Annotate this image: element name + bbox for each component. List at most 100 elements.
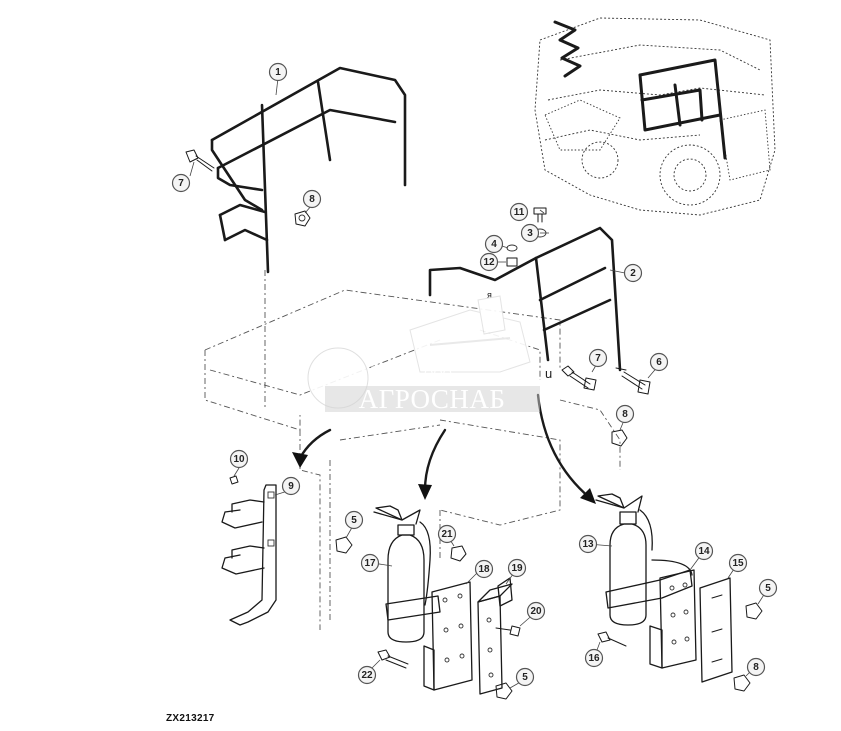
callout-circle [357,665,377,685]
callout-label: 9 [288,481,294,492]
callout-10: 10 [229,449,249,469]
callout-label: 2 [630,268,636,279]
callout-circle [344,510,364,530]
callout-label: 6 [656,357,662,368]
nut-5-left [335,536,353,554]
platform-frame-outline [204,270,621,630]
handrail-right: я u [428,226,622,381]
callout-label: 17 [364,558,376,569]
callout-15: 15 [728,553,748,573]
callout-label: 4 [491,239,497,250]
callout-circle [474,559,494,579]
callout-14: 14 [694,541,714,561]
callout-2: 2 [623,263,643,283]
callout-11: 11 [509,202,529,222]
callout-label: 10 [233,454,245,465]
callout-circle [281,476,301,496]
callout-3: 3 [520,223,540,243]
callout-label: 5 [522,672,528,683]
handrail-left [210,66,407,274]
callout-8: 8 [302,189,322,209]
figure-code: ZX213217 [166,713,215,724]
assembly-arrows [292,393,596,504]
callout-8: 8 [615,404,635,424]
callout-1: 1 [268,62,288,82]
callout-20: 20 [526,601,546,621]
callout-circle [484,234,504,254]
callout-label: 19 [511,563,523,574]
callout-circle [507,558,527,578]
callout-label: 13 [582,539,594,550]
callout-circle [623,263,643,283]
agrosnab-watermark-logo: ООО АГРОСНАБ [293,295,540,423]
callout-label: 7 [595,353,601,364]
callout-label: 5 [765,583,771,594]
callout-label: 15 [732,558,744,569]
bolt-6 [615,367,651,395]
callout-circle [728,553,748,573]
callout-circle [437,524,457,544]
nut-8-upper [294,210,311,227]
callout-circle [758,578,778,598]
callout-label: 18 [478,564,490,575]
callout-5: 5 [758,578,778,598]
callout-19: 19 [507,558,527,578]
extinguisher-assembly-right [595,493,763,692]
callout-22: 22 [357,665,377,685]
callout-8: 8 [746,657,766,677]
watermark-company-form: ООО [424,367,452,381]
callout-label: 11 [514,207,525,218]
callout-circle [360,553,380,573]
callout-5: 5 [515,667,535,687]
callout-circle [746,657,766,677]
engine-inset-illustration [534,17,776,216]
stray-mark-a: я [487,290,492,300]
callout-label: 7 [178,178,184,189]
callout-7: 7 [171,173,191,193]
bracket-9 [221,475,277,626]
callout-circle [578,534,598,554]
callout-circle [509,202,529,222]
callout-label: 14 [698,546,710,557]
callout-circle [615,404,635,424]
bolt-7-center [561,365,597,391]
callout-circle [268,62,288,82]
callout-9: 9 [281,476,301,496]
callout-circle [520,223,540,243]
callout-6: 6 [649,352,669,372]
callout-circle [588,348,608,368]
callout-18: 18 [474,559,494,579]
stray-mark-b: u [545,366,552,381]
callout-label: 8 [753,662,759,673]
callout-circle [515,667,535,687]
bolt-7-left [185,149,215,172]
watermark-brand: АГРОСНАБ [359,384,506,414]
callout-circle [302,189,322,209]
callout-label: 1 [275,67,281,78]
callout-label: 22 [361,670,373,681]
callout-16: 16 [584,648,604,668]
callout-label: 12 [483,257,495,268]
callout-12: 12 [479,252,499,272]
callout-circle [584,648,604,668]
callout-circle [229,449,249,469]
callout-label: 8 [622,409,628,420]
combine-harvester-icon [409,295,531,373]
callout-circle [479,252,499,272]
callout-label: 8 [309,194,315,205]
callout-circle [649,352,669,372]
callout-5: 5 [344,510,364,530]
callout-circle [694,541,714,561]
callout-21: 21 [437,524,457,544]
callout-circle [526,601,546,621]
callout-label: 5 [351,515,357,526]
callout-label: 20 [530,606,542,617]
callout-circle [171,173,191,193]
nut-8-center [611,429,628,447]
extinguisher-assembly-left [373,505,521,700]
callout-17: 17 [360,553,380,573]
callout-label: 21 [441,529,453,540]
callout-7: 7 [588,348,608,368]
